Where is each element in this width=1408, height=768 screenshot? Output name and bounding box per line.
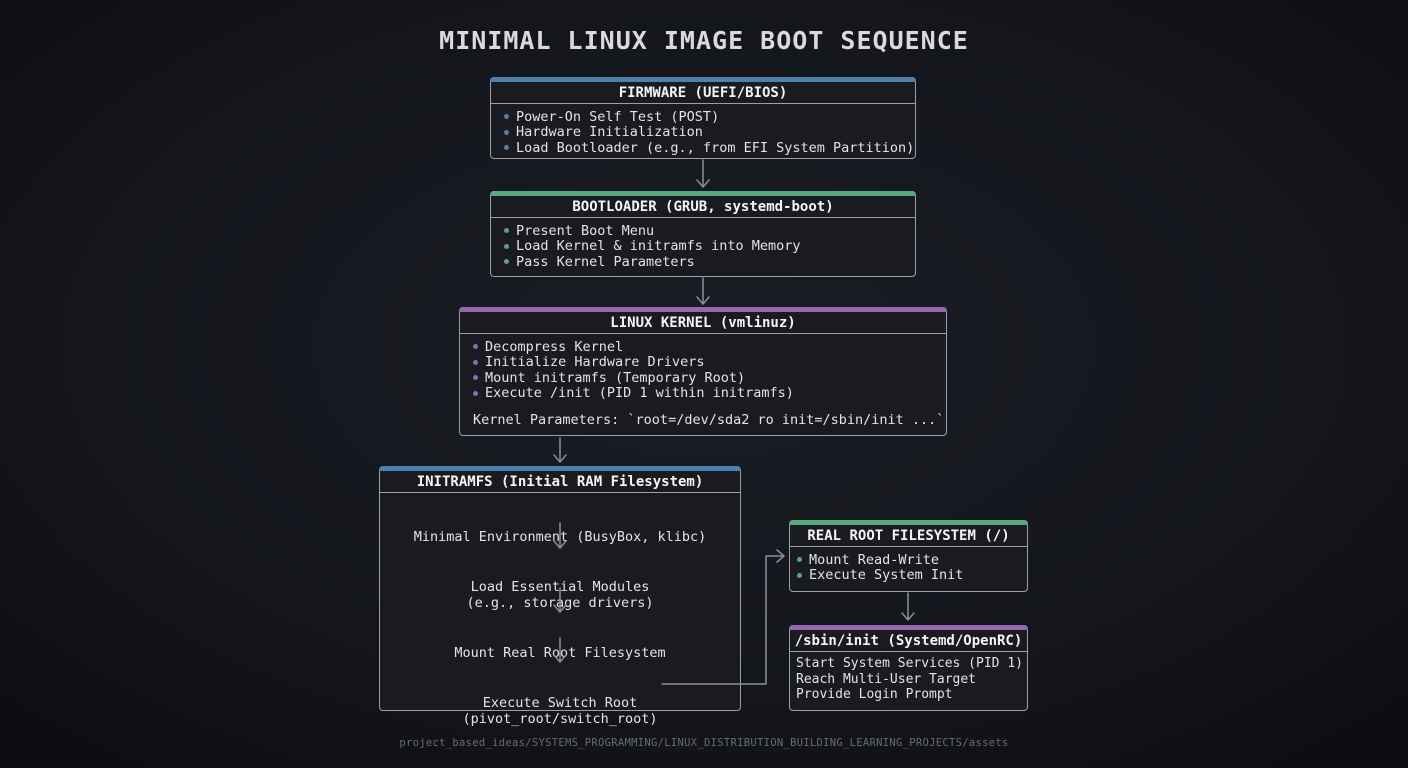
bullet-text: Mount initramfs (Temporary Root) (485, 369, 746, 386)
bullet-text: Decompress Kernel (485, 338, 624, 355)
step-line: Mount Real Root Filesystem (454, 645, 666, 661)
footer-path: project_based_ideas/SYSTEMS_PROGRAMMING/… (399, 737, 1009, 749)
bullet-dot-icon (504, 243, 509, 249)
bullet-text: Present Boot Menu (516, 222, 655, 239)
bullet-dot-icon (473, 375, 478, 381)
bootloader-box: BOOTLOADER (GRUB, systemd-boot) Present … (490, 191, 916, 277)
initramfs-header: INITRAMFS (Initial RAM Filesystem) (380, 471, 740, 493)
bullet-dot-icon (504, 145, 509, 151)
list-item: Load Bootloader (e.g., from EFI System P… (504, 140, 915, 156)
firmware-header: FIRMWARE (UEFI/BIOS) (491, 82, 915, 104)
kernel-parameters-note: Kernel Parameters: `root=/dev/sda2 ro in… (473, 412, 945, 428)
bullet-text: Power-On Self Test (POST) (516, 108, 720, 125)
bullet-text: Execute System Init (809, 567, 964, 584)
initramfs-step-switch-root: Execute Switch Root (pivot_root/switch_r… (380, 695, 740, 727)
firmware-accent-bar (490, 77, 916, 82)
step-line: (e.g., storage drivers) (466, 595, 654, 611)
step-line: Execute Switch Root (482, 695, 638, 711)
bullet-dot-icon (504, 129, 509, 135)
bullet-dot-icon (473, 390, 478, 396)
list-item: Hardware Initialization (504, 124, 915, 141)
realroot-box: REAL ROOT FILESYSTEM (/) Mount Read-Writ… (789, 520, 1028, 592)
bootloader-header: BOOTLOADER (GRUB, systemd-boot) (491, 196, 915, 218)
step-line: (pivot_root/switch_root) (462, 711, 658, 727)
bullet-text: Initialize Hardware Drivers (485, 354, 705, 371)
realroot-bullet-list: Mount Read-Write Execute System Init (790, 547, 1027, 583)
realroot-accent-bar (789, 520, 1028, 525)
list-item: Present Boot Menu (504, 223, 915, 239)
list-item: Power-On Self Test (POST) (504, 109, 915, 125)
bullet-text: Execute /init (PID 1 within initramfs) (485, 385, 794, 402)
list-item: Decompress Kernel (473, 339, 946, 355)
bullet-dot-icon (504, 114, 509, 120)
bootloader-accent-bar (490, 191, 916, 196)
bootloader-bullet-list: Present Boot Menu Load Kernel & initramf… (491, 218, 915, 270)
arrow-down-icon-bootloader-to-kernel (696, 277, 710, 305)
bullet-text: Load Bootloader (e.g., from EFI System P… (516, 139, 915, 156)
list-item: Execute /init (PID 1 within initramfs) (473, 385, 946, 402)
sbininit-line: Provide Login Prompt (796, 687, 953, 702)
initramfs-step-minimal-environment: Minimal Environment (BusyBox, klibc) (380, 529, 740, 545)
kernel-box: LINUX KERNEL (vmlinuz) Decompress Kernel… (459, 307, 947, 436)
sbininit-line: Start System Services (PID 1) (796, 656, 1023, 671)
initramfs-box: INITRAMFS (Initial RAM Filesystem) Minim… (379, 466, 741, 727)
kernel-bullet-list: Decompress Kernel Initialize Hardware Dr… (460, 334, 946, 401)
step-line: Load Essential Modules (470, 579, 650, 595)
bullet-dot-icon (797, 572, 802, 578)
list-item: Pass Kernel Parameters (504, 254, 915, 270)
bullet-text: Hardware Initialization (516, 124, 703, 141)
list-item: Mount initramfs (Temporary Root) (473, 370, 946, 386)
step-line: Minimal Environment (BusyBox, klibc) (413, 529, 707, 545)
bullet-dot-icon (504, 259, 509, 265)
initramfs-step-load-modules: Load Essential Modules (e.g., storage dr… (380, 579, 740, 611)
initramfs-step-mount-real-root: Mount Real Root Filesystem (380, 645, 740, 661)
list-item: Load Kernel & initramfs into Memory (504, 238, 915, 255)
arrow-down-icon-firmware-to-bootloader (696, 159, 710, 188)
list-item: Initialize Hardware Drivers (473, 354, 946, 371)
arrow-down-icon-realroot-to-sbininit (901, 592, 915, 621)
firmware-bullet-list: Power-On Self Test (POST) Hardware Initi… (491, 104, 915, 156)
bullet-text: Pass Kernel Parameters (516, 253, 695, 270)
page-title: MINIMAL LINUX IMAGE BOOT SEQUENCE (439, 26, 969, 55)
bullet-dot-icon (473, 344, 478, 350)
realroot-header: REAL ROOT FILESYSTEM (/) (790, 525, 1027, 547)
sbininit-box: /sbin/init (Systemd/OpenRC) Start System… (789, 625, 1028, 711)
bullet-dot-icon (504, 228, 509, 234)
bullet-text: Load Kernel & initramfs into Memory (516, 238, 801, 255)
kernel-accent-bar (459, 307, 947, 312)
sbininit-accent-bar (789, 625, 1028, 630)
list-item: Execute System Init (797, 567, 1027, 584)
kernel-header: LINUX KERNEL (vmlinuz) (460, 312, 946, 334)
initramfs-accent-bar (379, 466, 741, 471)
list-item: Mount Read-Write (797, 552, 1027, 568)
arrow-down-icon-kernel-to-initramfs (553, 437, 567, 463)
sbininit-lines: Start System Services (PID 1) Reach Mult… (790, 652, 1027, 703)
firmware-box: FIRMWARE (UEFI/BIOS) Power-On Self Test … (490, 77, 916, 159)
initramfs-steps: Minimal Environment (BusyBox, klibc) Loa… (380, 493, 740, 736)
sbininit-line: Reach Multi-User Target (796, 671, 977, 687)
bullet-dot-icon (797, 557, 802, 563)
bullet-dot-icon (473, 359, 478, 365)
sbininit-header: /sbin/init (Systemd/OpenRC) (790, 630, 1027, 652)
bullet-text: Mount Read-Write (809, 551, 940, 568)
